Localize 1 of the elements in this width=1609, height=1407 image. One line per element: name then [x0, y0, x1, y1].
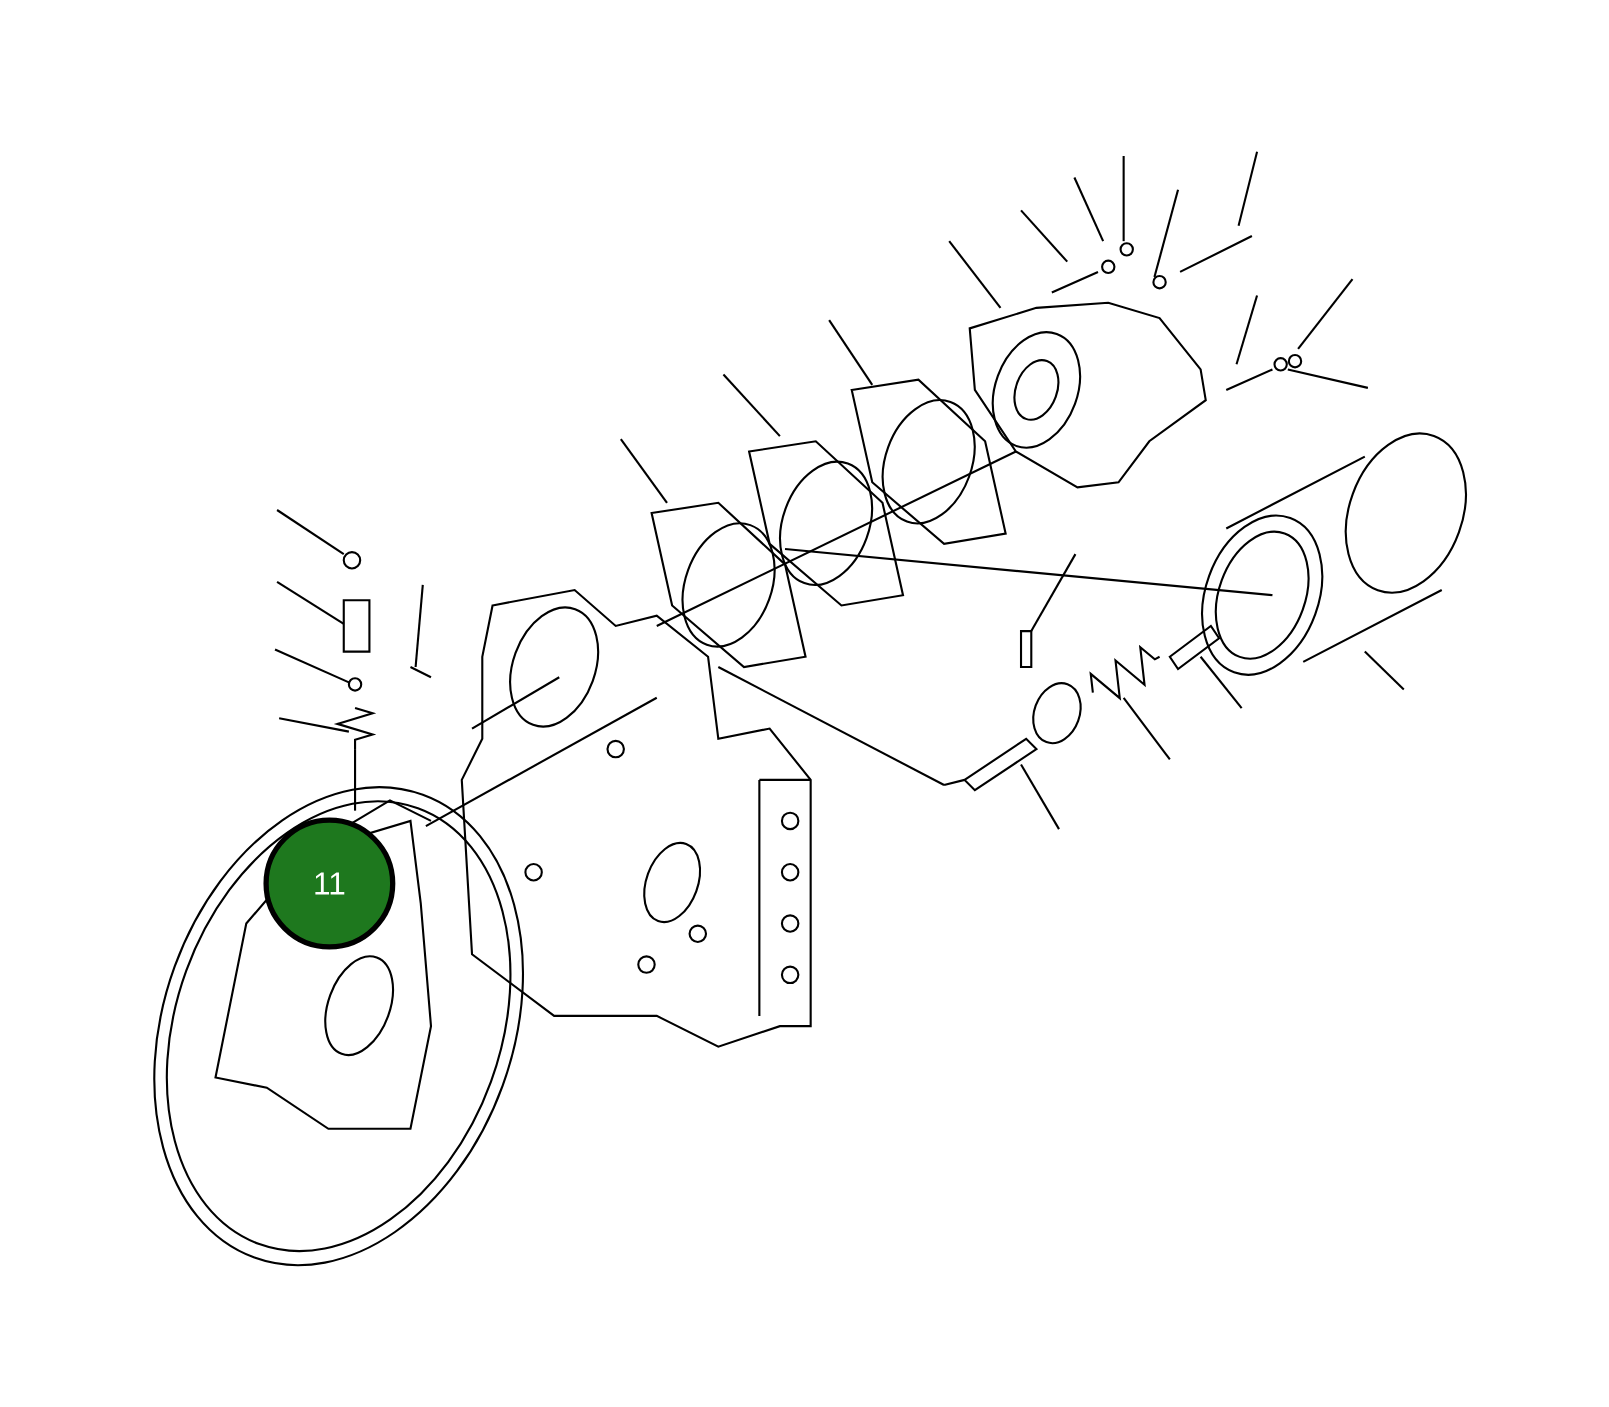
- callout-number: 11: [263, 817, 396, 950]
